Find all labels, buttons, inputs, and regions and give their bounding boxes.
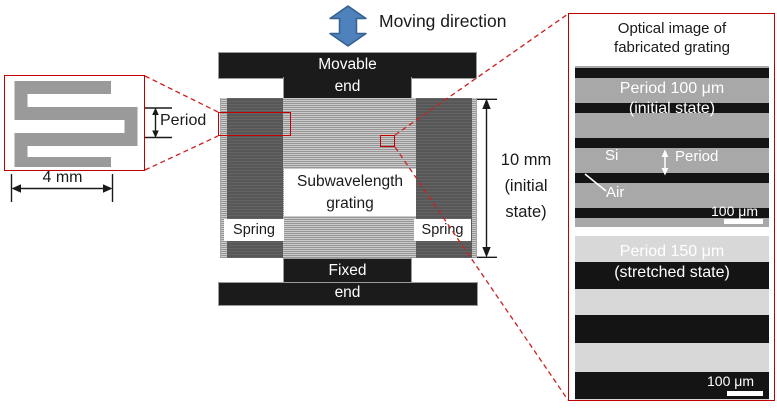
dimension-label: 10 mm (initial state) [500, 151, 552, 221]
inset-scale-label: 4 mm [42, 169, 83, 186]
spring-left-label: Spring [224, 219, 284, 241]
micrograph-initial-caption: Period 100 μm (initial state) [619, 80, 725, 117]
air-pointer-line [584, 173, 607, 192]
zoom-source-rect-spring [218, 112, 291, 136]
moving-direction-arrow-icon [329, 5, 367, 47]
moving-direction-label: Moving direction [379, 11, 507, 31]
air-gap-stripe [575, 68, 769, 78]
scale-bar-initial [724, 219, 763, 224]
micrograph-period-label: Period [675, 148, 719, 165]
air-label: Air [606, 184, 625, 201]
micrograph-initial: Period 100 μm (initial state) Si Period … [575, 66, 769, 227]
movable-end-label: Movable end [318, 56, 377, 95]
air-gap-stripe [575, 173, 769, 183]
air-gap-stripe [575, 262, 769, 289]
micrograph-stretched: Period 150 μm (stretched state) 100 μm [575, 236, 769, 400]
air-gap-stripe [575, 315, 769, 343]
inset-period-label: Period [160, 112, 207, 129]
scale-label-initial: 100 μm [711, 203, 758, 219]
serpentine-grating-icon [14, 81, 138, 167]
scale-label-stretched: 100 μm [707, 373, 754, 389]
micrograph-stretched-caption: Period 150 μm (stretched state) [614, 243, 730, 281]
inset-zoom-box [4, 75, 145, 171]
scale-bar-stretched [727, 391, 763, 396]
optical-panel-title: Optical image of fabricated grating [614, 20, 730, 56]
fixed-end-column [283, 258, 412, 283]
zoom-source-rect-grating [380, 135, 395, 147]
air-gap-stripe [575, 208, 769, 218]
air-gap-stripe [575, 103, 769, 113]
si-label: Si [605, 147, 619, 164]
air-gap-stripe [575, 138, 769, 148]
spring-right-label: Spring [414, 219, 471, 241]
fixed-end-label: Fixed end [328, 262, 367, 301]
subwavelength-grating-label: Subwavelength grating [284, 169, 416, 216]
period-arrow-icon [661, 149, 669, 176]
